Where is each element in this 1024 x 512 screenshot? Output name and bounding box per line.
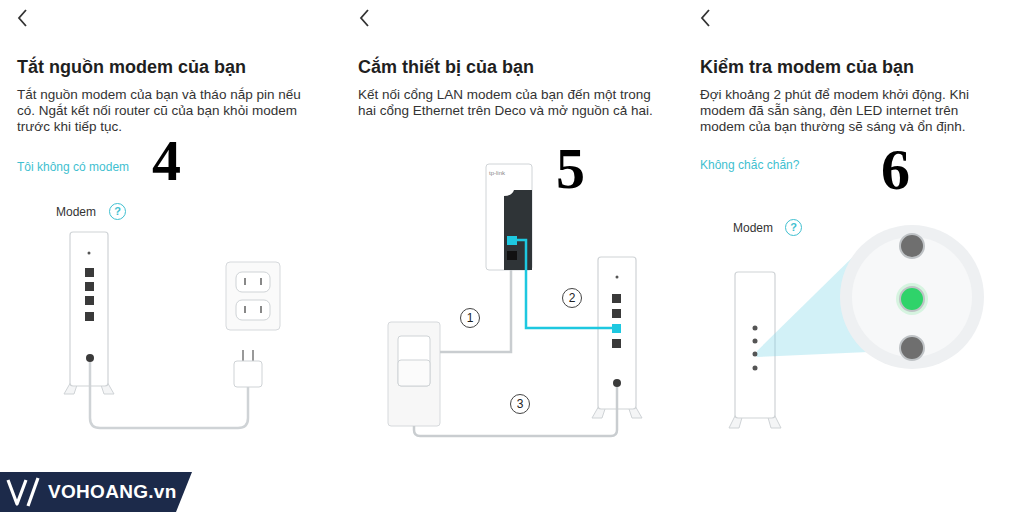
device-label: Modem (56, 205, 96, 219)
panel-body: Tắt nguồn modem của bạn và tháo nắp pin … (17, 87, 322, 135)
callout-number: 2 (562, 288, 582, 308)
watermark-logo (8, 478, 38, 506)
panel-title: Kiểm tra modem của bạn (700, 56, 914, 78)
watermark: VOHOANG.vn (48, 481, 177, 503)
wall-outlet (226, 262, 280, 330)
help-link: Không chắc chắn? (700, 158, 799, 172)
callout-number: 1 (460, 308, 480, 328)
help-icon: ? (785, 219, 802, 236)
step-number: 5 (556, 140, 585, 198)
help-link: Tôi không có modem (17, 160, 129, 174)
panel-title: Cắm thiết bị của bạn (358, 56, 534, 78)
step-number: 6 (881, 141, 910, 199)
wall-jack (388, 322, 440, 426)
lan-cable (517, 240, 612, 328)
device-label: Modem (733, 221, 773, 235)
panel-body: Kết nối cổng LAN modem của bạn đến một t… (358, 87, 663, 119)
step-number: 4 (152, 132, 181, 190)
brand-mark: tp-link (489, 170, 505, 177)
power-cable (414, 387, 617, 436)
watermark-band (0, 472, 192, 512)
panel-body: Đợi khoảng 2 phút để modem khởi động. Kh… (700, 87, 1005, 135)
cable (440, 270, 511, 352)
panel-title: Tắt nguồn modem của bạn (17, 56, 246, 78)
power-plug (234, 350, 262, 387)
callout-number: 3 (510, 394, 530, 414)
led-zoom (840, 225, 984, 369)
back-arrow (19, 10, 709, 26)
power-cable (90, 362, 248, 428)
help-icon: ? (109, 203, 126, 220)
